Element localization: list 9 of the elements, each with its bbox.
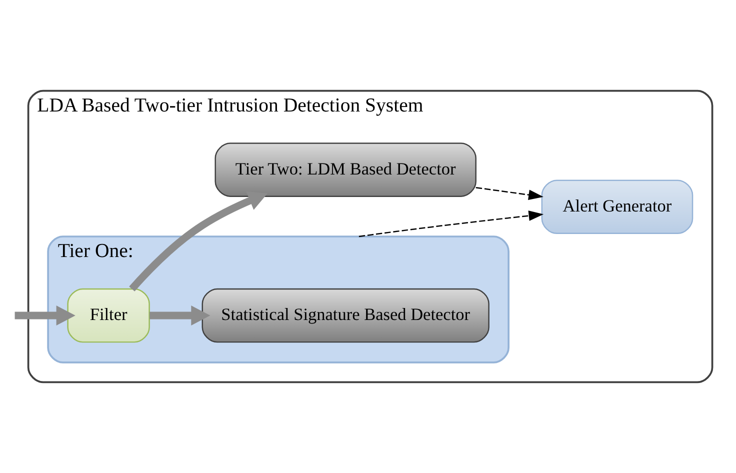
node-box: Tier Two: LDM Based Detector <box>214 142 476 197</box>
node-box: Filter <box>67 288 150 343</box>
arrow <box>358 210 544 238</box>
arrow <box>150 306 210 326</box>
arrow <box>14 306 76 326</box>
arrow <box>129 191 268 292</box>
node-box: Statistical Signature Based Detector <box>202 288 490 343</box>
node-box: Alert Generator <box>541 180 694 234</box>
arrow <box>476 186 544 200</box>
